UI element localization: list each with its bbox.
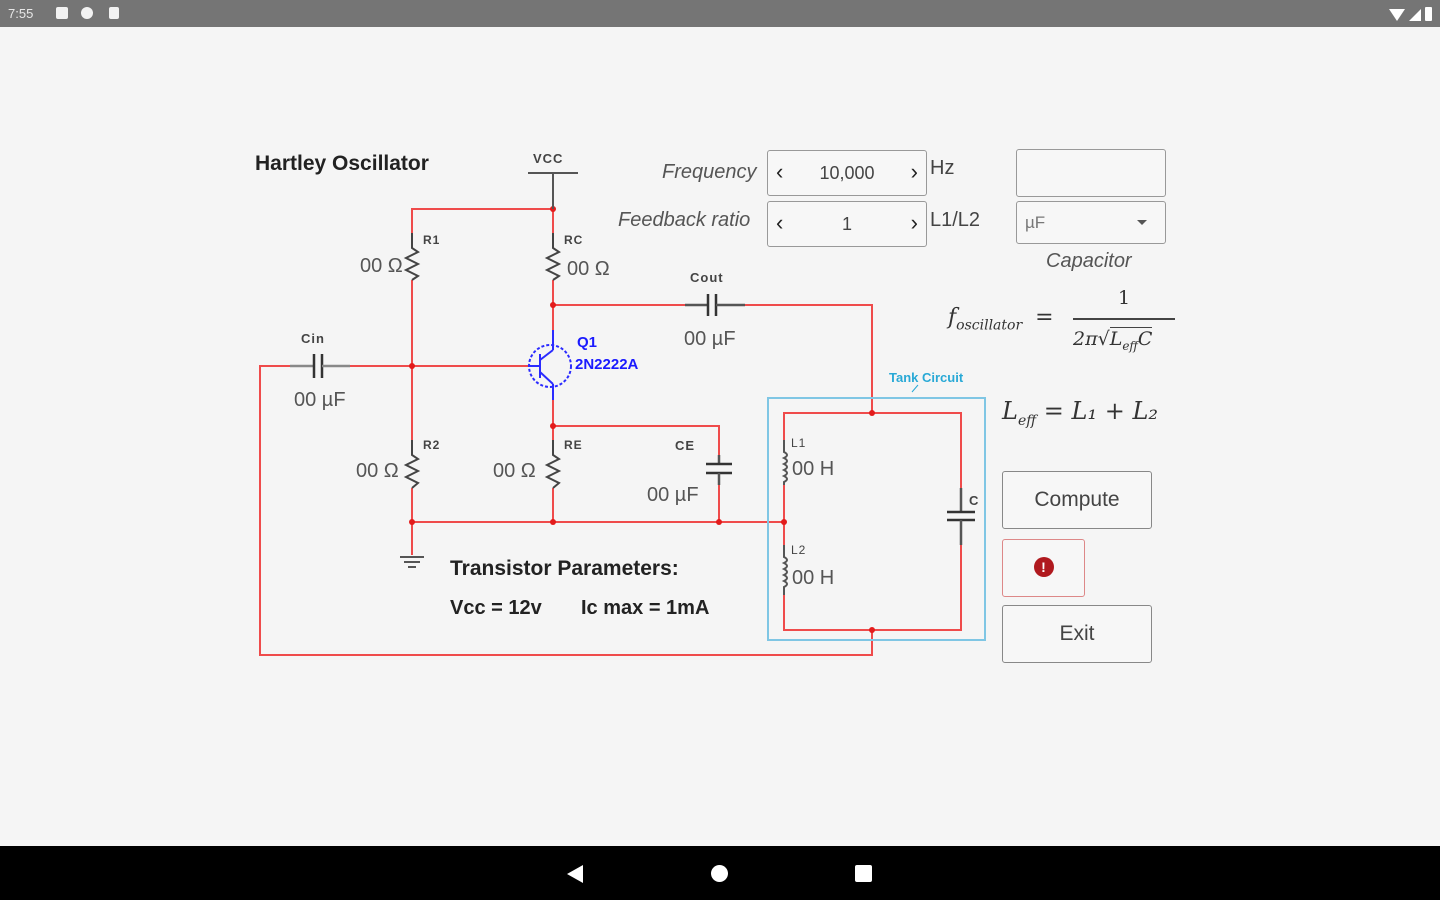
cin-capacitor: [290, 354, 350, 378]
l1-name: L1: [791, 436, 807, 450]
r1-value: 00 Ω: [360, 255, 403, 277]
cout-capacitor: [685, 294, 745, 316]
schematic: [259, 172, 986, 656]
formula-l-sub: eff: [1122, 338, 1138, 353]
status-bar: 7:55: [0, 0, 1440, 27]
l1-inductor: [781, 440, 788, 485]
re-resistor: [544, 440, 562, 489]
frequency-decrement-icon[interactable]: ‹: [776, 159, 784, 184]
r2-name: R2: [423, 438, 441, 452]
photo-icon: [56, 7, 68, 19]
l2-value: 00 H: [792, 567, 835, 589]
wifi-icon: [1389, 9, 1405, 21]
cout-name: Cout: [690, 270, 724, 285]
formula-radicand: LeffC: [1109, 327, 1153, 353]
chevron-down-icon: [1137, 220, 1147, 225]
vcc-param: Vcc = 12v: [450, 597, 542, 619]
r1-resistor: [403, 233, 421, 281]
l2-name: L2: [791, 543, 807, 557]
rc-resistor: [544, 233, 562, 281]
back-icon[interactable]: [567, 865, 583, 883]
rc-value: 00 Ω: [567, 258, 610, 280]
r2-resistor: [403, 440, 421, 489]
leff-rhs: = L₁ + L₂: [1043, 397, 1159, 425]
ce-value: 00 µF: [647, 484, 699, 506]
c-name: C: [969, 493, 980, 508]
feedback-ratio-value[interactable]: 1: [841, 214, 852, 234]
page-title: Hartley Oscillator: [255, 152, 429, 175]
capacitor-unit-select[interactable]: µF: [1016, 201, 1166, 244]
formula-f: f: [948, 305, 957, 330]
leff-formula: Leff = L₁ + L₂: [1002, 397, 1158, 429]
ce-name: CE: [675, 438, 696, 453]
cout-value: 00 µF: [684, 328, 736, 350]
ground-symbol: [400, 556, 424, 568]
formula-2pi: 2π: [1073, 328, 1098, 350]
transistor-params-heading: Transistor Parameters:: [450, 557, 679, 580]
status-time: 7:55: [8, 6, 34, 21]
re-value: 00 Ω: [493, 460, 536, 482]
q1-transistor: [528, 330, 572, 400]
cin-value: 00 µF: [294, 389, 346, 411]
formula-fraction-bar: [1073, 318, 1175, 320]
tank-circuit-label: Tank Circuit: [889, 370, 964, 385]
capacitor-unit-selected: µF: [1025, 213, 1046, 232]
capacitor-label: Capacitor: [1046, 250, 1132, 272]
formula-c: C: [1137, 328, 1153, 350]
capacitor-value-input[interactable]: [1016, 149, 1166, 197]
oscillator-formula: foscillator =: [948, 305, 1054, 334]
sync-icon: [81, 7, 93, 19]
l2-inductor: [781, 545, 788, 595]
l1-value: 00 H: [792, 458, 835, 480]
q1-model: 2N2222A: [575, 356, 639, 373]
feedback-ratio-stepper[interactable]: ‹ 1 ›: [767, 201, 927, 247]
info-icon: !: [1033, 557, 1054, 577]
vcc-symbol: [528, 172, 578, 209]
info-button[interactable]: !: [1002, 539, 1085, 597]
frequency-value[interactable]: 10,000: [819, 163, 875, 183]
home-icon[interactable]: [711, 865, 728, 882]
formula-l: L: [1109, 328, 1123, 350]
ce-capacitor: [706, 455, 732, 485]
rc-name: RC: [564, 233, 584, 247]
q1-name: Q1: [577, 334, 598, 351]
ic-max-param: Ic max = 1mA: [581, 597, 710, 619]
cin-name: Cin: [301, 331, 325, 346]
re-name: RE: [564, 438, 583, 452]
leff-l: L: [1002, 397, 1018, 425]
formula-denominator: 2π√LeffC: [1073, 327, 1153, 353]
wires: [259, 208, 962, 656]
r1-name: R1: [423, 233, 441, 247]
feedback-ratio-unit: L1/L2: [930, 209, 981, 231]
c-capacitor: [947, 488, 975, 545]
feedback-decrement-icon[interactable]: ‹: [776, 210, 784, 235]
feedback-increment-icon[interactable]: ›: [910, 210, 918, 235]
battery-icon: [1425, 7, 1432, 21]
frequency-stepper[interactable]: ‹ 10,000 ›: [767, 150, 927, 196]
frequency-increment-icon[interactable]: ›: [910, 159, 918, 184]
leff-sub: eff: [1017, 412, 1037, 429]
formula-numerator: 1: [1118, 287, 1131, 309]
navigation-bar: [0, 846, 1440, 900]
frequency-unit: Hz: [930, 157, 955, 179]
exit-button[interactable]: Exit: [1002, 605, 1152, 663]
formula-f-sub: oscillator: [956, 317, 1023, 334]
r2-value: 00 Ω: [356, 460, 399, 482]
recents-icon[interactable]: [855, 865, 872, 882]
vcc-label: VCC: [533, 151, 564, 166]
tank-circuit-box: [767, 397, 986, 641]
frequency-label: Frequency: [662, 161, 757, 183]
compute-button[interactable]: Compute: [1002, 471, 1152, 529]
feedback-ratio-label: Feedback ratio: [618, 209, 751, 231]
sd-card-icon: [109, 7, 119, 19]
signal-icon: [1409, 9, 1421, 21]
